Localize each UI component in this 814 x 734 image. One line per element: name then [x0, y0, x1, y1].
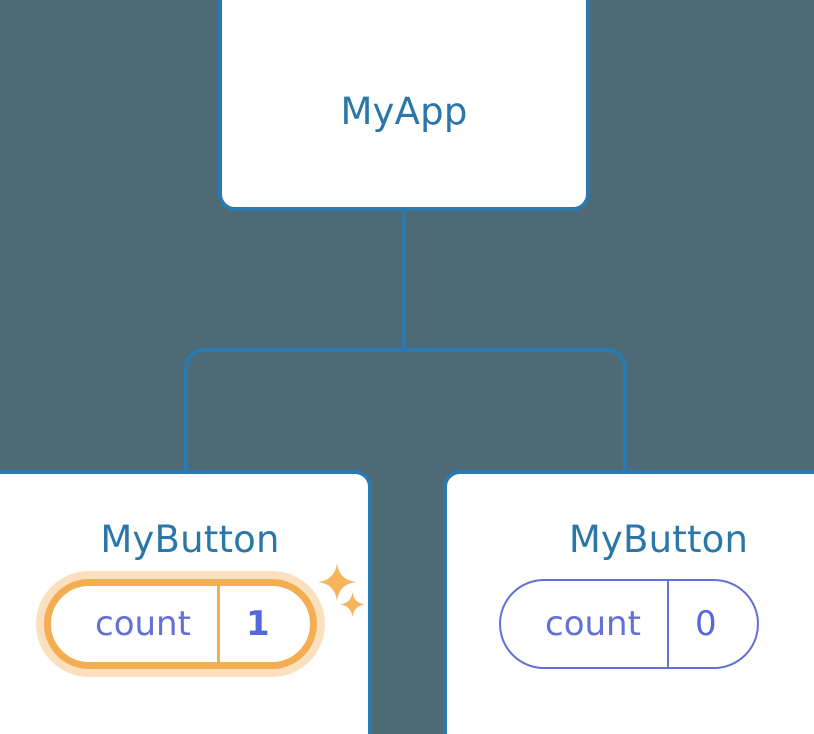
- state-pill-right[interactable]: count 0: [499, 579, 759, 669]
- sparkle-large-icon: [318, 563, 356, 601]
- state-pill-left-key: count: [95, 604, 191, 644]
- state-pill-left[interactable]: count 1: [44, 579, 317, 669]
- connector-branch-right: [404, 348, 627, 472]
- state-pill-right-divider: [666, 581, 669, 667]
- node-myapp-title: MyApp: [340, 90, 468, 133]
- state-pill-right-wrapper: count 0: [499, 579, 759, 669]
- state-pill-left-divider: [216, 586, 220, 662]
- node-mybutton-left-title: MyButton: [100, 518, 280, 561]
- state-pill-left-wrapper: count 1: [44, 579, 317, 669]
- state-pill-right-value: 0: [694, 604, 717, 644]
- state-pill-left-value: 1: [245, 604, 270, 644]
- node-mybutton-right-title: MyButton: [568, 518, 749, 561]
- node-mybutton-left[interactable]: MyButton count 1: [0, 470, 372, 734]
- connector-branch-left: [184, 348, 404, 472]
- node-mybutton-right[interactable]: MyButton count 0: [443, 470, 814, 734]
- node-myapp[interactable]: MyApp: [218, 0, 590, 211]
- sparkle-small-icon: [340, 592, 365, 617]
- state-pill-right-key: count: [545, 604, 641, 644]
